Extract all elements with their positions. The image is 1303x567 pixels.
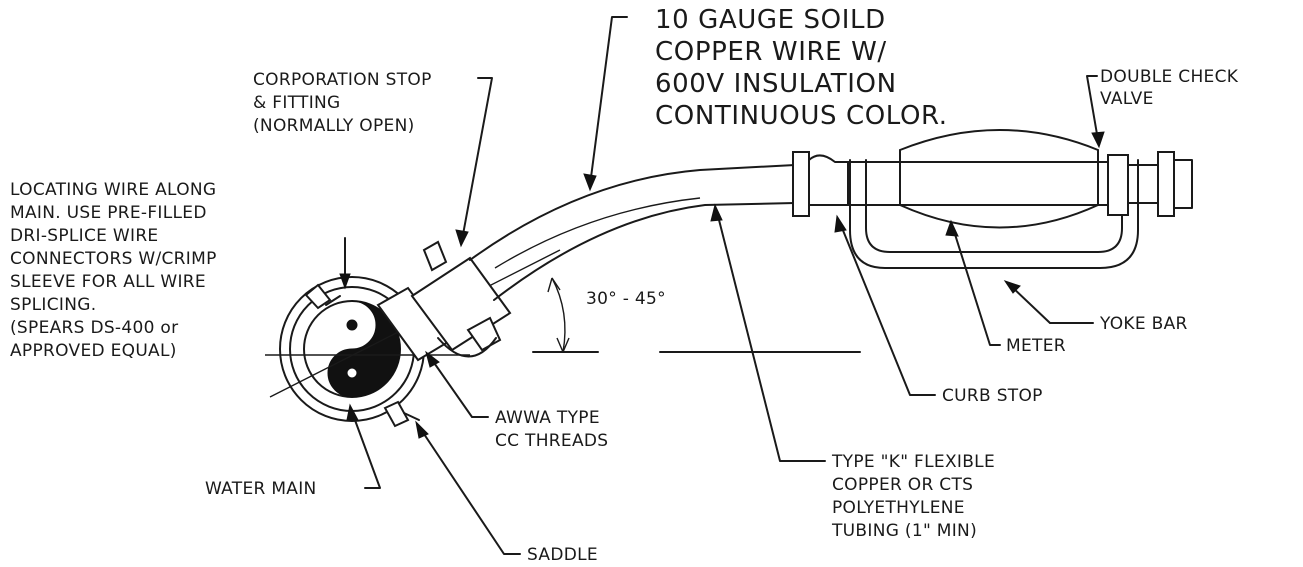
curb-stop xyxy=(792,151,849,217)
locating-wire-line-1: LOCATING WIRE ALONG xyxy=(10,180,216,200)
awwa-line-1: AWWA TYPE xyxy=(495,408,600,428)
label-corporation-stop: CORPORATION STOP & FITTING (NORMALLY OPE… xyxy=(253,70,432,136)
label-saddle: SADDLE xyxy=(527,545,598,565)
wire-spec-line-1: 10 GAUGE SOILD xyxy=(655,5,886,35)
locating-wire-line-8: APPROVED EQUAL) xyxy=(10,341,177,361)
leader-lines xyxy=(339,16,1105,555)
locating-wire-line-5: SLEEVE FOR ALL WIRE xyxy=(10,272,206,292)
tubing-line-1: TYPE "K" FLEXIBLE xyxy=(831,452,995,472)
wire-spec-line-4: CONTINUOUS COLOR. xyxy=(655,101,948,131)
label-awwa-threads: AWWA TYPE CC THREADS xyxy=(495,408,608,451)
label-water-main: WATER MAIN xyxy=(205,479,317,499)
locating-wire-line-4: CONNECTORS W/CRIMP xyxy=(10,249,217,269)
corp-stop-line-3: (NORMALLY OPEN) xyxy=(253,116,415,136)
label-wire-spec: 10 GAUGE SOILD COPPER WIRE W/ 600V INSUL… xyxy=(655,5,948,131)
label-double-check-valve: DOUBLE CHECK VALVE xyxy=(1100,67,1239,109)
wire-spec-line-3: 600V INSULATION xyxy=(655,69,897,99)
wire-spec-line-2: COPPER WIRE W/ xyxy=(655,37,887,67)
tubing-line-3: POLYETHYLENE xyxy=(832,498,965,518)
label-curb-stop: CURB STOP xyxy=(942,386,1043,406)
awwa-line-2: CC THREADS xyxy=(495,431,608,451)
tubing-line-4: TUBING (1" MIN) xyxy=(831,521,977,541)
label-meter: METER xyxy=(1006,336,1066,356)
locating-wire-line-6: SPLICING. xyxy=(10,295,96,315)
corporation-stop xyxy=(376,240,512,362)
dcv-line-1: DOUBLE CHECK xyxy=(1100,67,1239,87)
label-angle: 30° - 45° xyxy=(586,289,666,309)
service-tubing xyxy=(469,164,796,301)
corp-stop-line-1: CORPORATION STOP xyxy=(253,70,432,90)
tubing-line-2: COPPER OR CTS xyxy=(832,475,973,495)
angle-reference xyxy=(532,277,861,353)
saddle-clamp xyxy=(304,283,420,428)
locating-wire-line-2: MAIN. USE PRE-FILLED xyxy=(10,203,207,223)
locating-wire-line-3: DRI-SPLICE WIRE xyxy=(10,226,158,246)
locating-wire-line-7: (SPEARS DS-400 or xyxy=(10,318,178,338)
dcv-line-2: VALVE xyxy=(1100,89,1154,109)
label-tubing: TYPE "K" FLEXIBLE COPPER OR CTS POLYETHY… xyxy=(831,452,995,541)
meter-setter xyxy=(847,129,1193,269)
corp-stop-line-2: & FITTING xyxy=(253,93,341,113)
label-yoke-bar: YOKE BAR xyxy=(1099,314,1188,334)
label-locating-wire: LOCATING WIRE ALONG MAIN. USE PRE-FILLED… xyxy=(10,180,217,361)
